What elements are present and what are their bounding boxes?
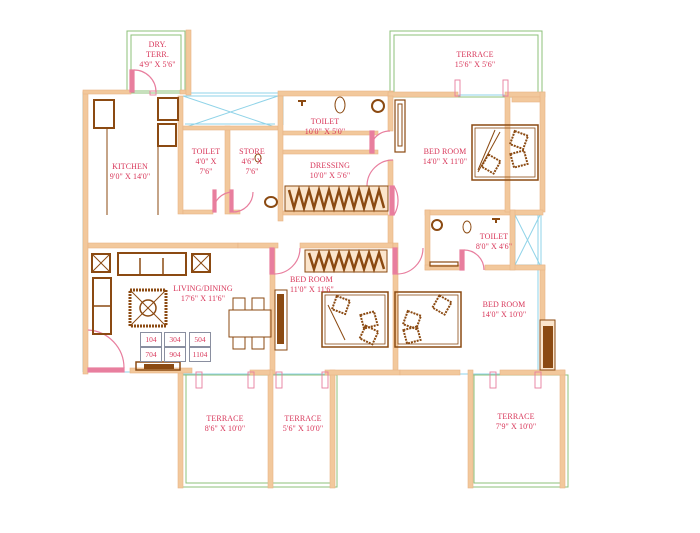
room-label-terrace-top: TERRACE 15'6" X 5'6" <box>454 50 496 69</box>
room-label-dressing: DRESSING 10'0" X 5'6" <box>309 161 351 180</box>
room-label-master-bedroom: BED ROOM 14'0" X 11'0" <box>422 147 468 166</box>
unit-number-box: 704 <box>140 347 162 362</box>
room-label-kitchen: KITCHEN 9'0" X 14'0" <box>109 162 151 181</box>
furniture <box>91 96 556 371</box>
room-label-toilet-2: TOILET 10'0" X 5'0" <box>304 117 346 136</box>
unit-number-box: 104 <box>140 332 162 347</box>
room-label-terrace-1: TERRACE 8'6" X 10'0" <box>204 414 246 433</box>
room-label-terrace-3: TERRACE 7'9" X 10'0" <box>495 412 537 431</box>
unit-number-box: 504 <box>189 332 211 347</box>
room-label-bedroom-3: BED ROOM 14'0" X 10'0" <box>481 300 527 319</box>
room-label-toilet-3: TOILET 8'0" X 4'6" <box>475 232 513 251</box>
room-label-dry-terrace: DRY. TERR. 4'9" X 5'6" <box>139 40 176 69</box>
unit-number-box: 1104 <box>189 347 211 362</box>
room-label-living-dining: LIVING/DINING 17'6" X 11'6" <box>173 284 233 303</box>
unit-number-box: 904 <box>164 347 186 362</box>
room-label-store: STORE 4'6" X 7'6" <box>239 147 265 176</box>
doors <box>87 69 542 389</box>
unit-number-box: 304 <box>164 332 186 347</box>
room-label-bedroom-2: BED ROOM 11'0" X 11'6" <box>290 275 334 294</box>
room-label-terrace-2: TERRACE 5'6" X 10'0" <box>282 414 324 433</box>
room-label-toilet-1: TOILET 4'0" X 7'6" <box>191 147 221 176</box>
